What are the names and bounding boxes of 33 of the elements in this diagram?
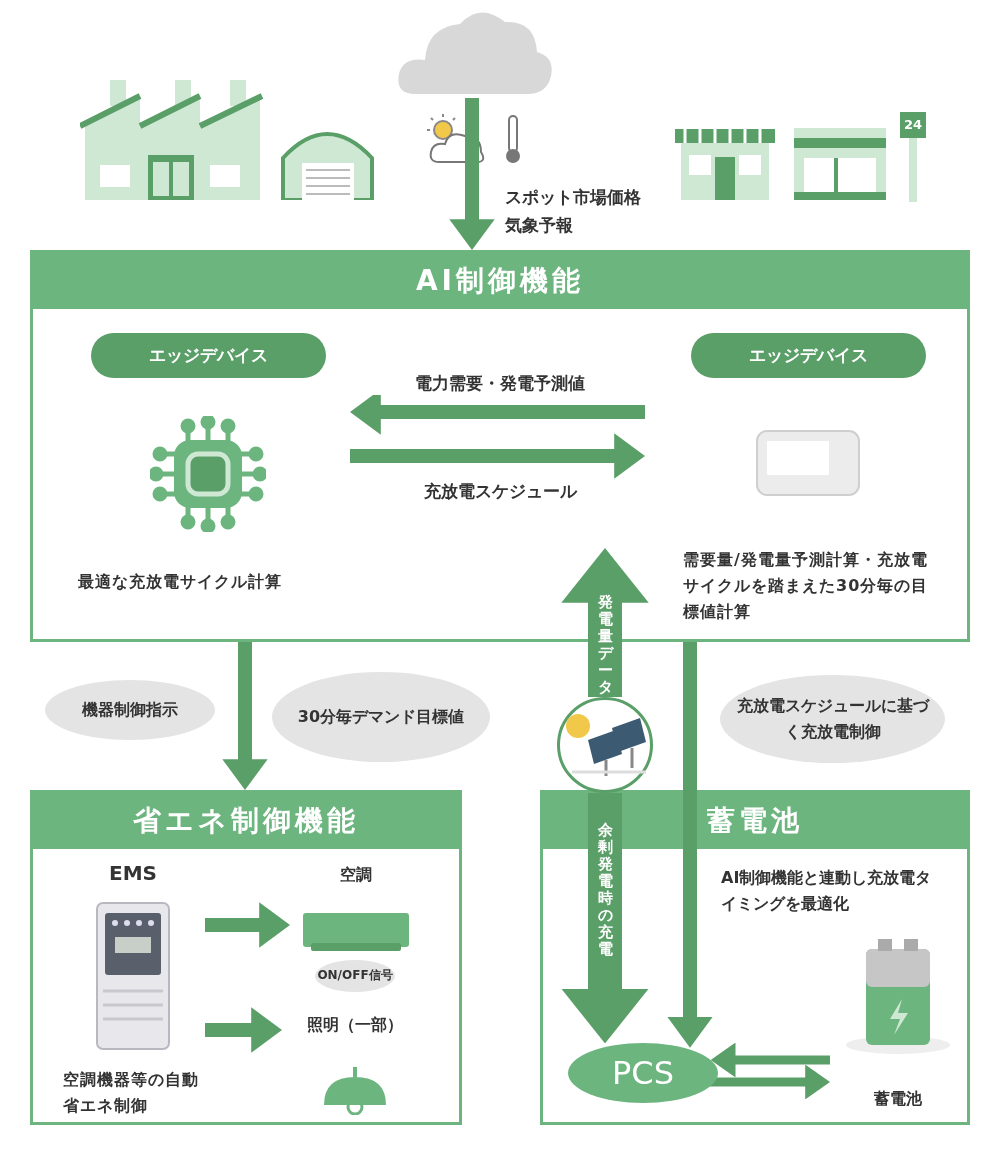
arrow	[350, 433, 645, 479]
item-label: 蓄電池	[874, 1089, 922, 1110]
panel-heading: AI制御機能	[33, 253, 967, 309]
arrow	[667, 642, 713, 1048]
arrow	[710, 1042, 830, 1078]
panel-frame	[30, 250, 970, 642]
item-label: 照明（一部）	[307, 1015, 403, 1036]
info-oval: 充放電スケジュールに基づく充放電制御	[720, 675, 945, 763]
heading-pill: エッジデバイス	[90, 333, 326, 378]
info-oval: 30分毎デマンド目標値	[272, 672, 490, 762]
description-text: 最適な充放電サイクル計算	[78, 571, 283, 593]
arrow	[205, 1007, 282, 1053]
edge-label: 余剰発電時の充電	[596, 822, 614, 958]
arrow	[561, 548, 649, 697]
description-text: 空調機器等の自動省エネ制御	[63, 1069, 200, 1117]
info-oval: ON/OFF信号	[315, 960, 395, 992]
info-oval: 機器制御指示	[45, 680, 215, 740]
arrow	[708, 1064, 830, 1100]
panel-frame	[30, 790, 462, 1125]
item-label: 空調	[339, 865, 372, 886]
arrow	[222, 642, 268, 790]
description-text: AI制御機能と連動し充放電タイミングを最適化	[721, 867, 933, 915]
sign-number: 24	[902, 117, 924, 132]
description-text: 需要量/発電量予測計算・充放電サイクルを踏まえた30分毎の目標値計算	[683, 549, 930, 623]
factory-drawing	[80, 80, 265, 200]
pcs-ellipse: PCS	[568, 1043, 718, 1103]
edge-label: 発電量データ	[596, 594, 614, 696]
arrow	[205, 902, 290, 948]
device-label: EMS	[109, 861, 157, 885]
arrow	[561, 793, 649, 1044]
panel-frame	[540, 790, 970, 1125]
heading-pill: エッジデバイス	[690, 333, 926, 378]
panel-heading: 省エネ制御機能	[33, 793, 459, 849]
